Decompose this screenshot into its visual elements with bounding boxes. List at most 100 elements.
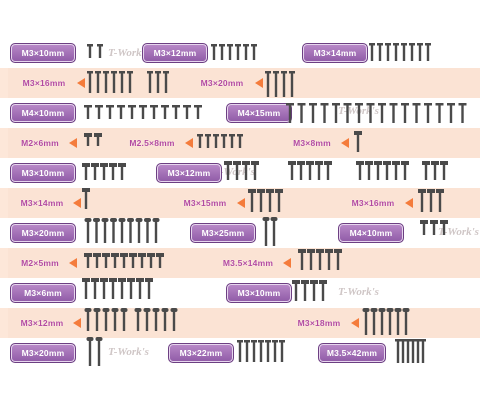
screw	[281, 71, 287, 97]
screw	[82, 188, 90, 209]
screw	[389, 103, 398, 123]
screw	[385, 43, 391, 61]
screw	[297, 103, 306, 123]
size-label: M3×25mm	[190, 223, 256, 243]
screw	[120, 308, 128, 331]
screw	[265, 71, 271, 97]
screw	[155, 71, 161, 93]
screw	[242, 161, 250, 180]
size-label: M4×10mm	[338, 223, 404, 243]
screw	[117, 105, 125, 119]
screw	[219, 44, 225, 60]
screw	[127, 71, 133, 93]
screw	[334, 249, 342, 270]
size-label: M3×8mm	[286, 134, 349, 152]
screw	[127, 278, 135, 299]
screw	[84, 105, 92, 119]
screw	[84, 218, 92, 243]
screw	[309, 103, 317, 123]
screw	[436, 189, 444, 212]
size-label: M3×10mm	[10, 43, 76, 63]
size-label: M3×18mm	[290, 314, 359, 332]
screw	[161, 105, 169, 119]
watermark: T-Work's	[214, 166, 255, 178]
screw	[235, 44, 241, 60]
screw	[100, 163, 108, 180]
screw	[427, 189, 435, 212]
screw	[422, 161, 430, 180]
watermark: T-Work's	[438, 226, 479, 238]
screw	[143, 308, 151, 331]
screw	[111, 308, 119, 331]
size-label: M3×22mm	[168, 343, 234, 363]
screw	[119, 71, 125, 93]
screw	[172, 105, 180, 119]
screw	[409, 43, 415, 61]
screw	[95, 71, 101, 93]
screw	[221, 134, 227, 148]
screw	[447, 103, 455, 123]
screw	[211, 44, 217, 60]
screw	[251, 44, 257, 60]
row-4	[0, 128, 480, 158]
size-label: M3×20mm	[192, 74, 263, 92]
screw	[400, 339, 406, 363]
screw	[135, 218, 143, 243]
screw	[82, 278, 90, 299]
screw	[401, 103, 409, 123]
screw	[87, 44, 93, 58]
screw	[233, 161, 241, 180]
size-label: M3×14mm	[302, 43, 368, 63]
screw	[152, 308, 160, 331]
screw	[93, 218, 100, 243]
screw	[94, 133, 102, 146]
screw	[183, 105, 191, 119]
screw	[150, 105, 158, 119]
screw	[386, 308, 394, 335]
screw	[106, 105, 114, 119]
screw	[84, 253, 92, 268]
size-label: M2.5×8mm	[122, 134, 193, 152]
size-label: M3.5×42mm	[318, 343, 386, 363]
screw	[237, 134, 243, 148]
screw	[420, 220, 428, 235]
screw	[435, 103, 444, 123]
screw	[440, 220, 448, 235]
screw	[152, 218, 160, 243]
screw	[91, 163, 99, 180]
screw	[170, 308, 178, 331]
screw	[383, 161, 391, 180]
row-2	[0, 68, 480, 98]
screw	[298, 249, 306, 270]
screw	[111, 71, 117, 93]
screw	[205, 134, 211, 148]
screw	[266, 189, 274, 212]
screw	[97, 44, 103, 58]
screw	[144, 218, 151, 243]
screw	[262, 217, 270, 246]
screw	[161, 308, 169, 331]
size-label: M3×15mm	[176, 194, 245, 212]
screw	[118, 278, 126, 299]
screw	[95, 105, 103, 119]
screw	[136, 278, 144, 299]
screw	[354, 131, 362, 152]
screw	[258, 340, 264, 362]
screw	[418, 189, 426, 212]
screw	[251, 340, 257, 362]
screw	[93, 253, 101, 268]
screw	[248, 189, 256, 212]
screw	[292, 280, 300, 301]
screw	[440, 161, 448, 180]
size-label: M3×20mm	[10, 223, 76, 243]
screw	[163, 71, 169, 93]
screw	[362, 308, 370, 335]
screw	[101, 218, 109, 243]
screw	[424, 103, 432, 123]
screw	[197, 134, 203, 148]
screw	[109, 278, 117, 299]
size-label: M3×12mm	[156, 163, 222, 183]
screw	[301, 280, 309, 301]
size-label: M3×16mm	[344, 194, 413, 212]
